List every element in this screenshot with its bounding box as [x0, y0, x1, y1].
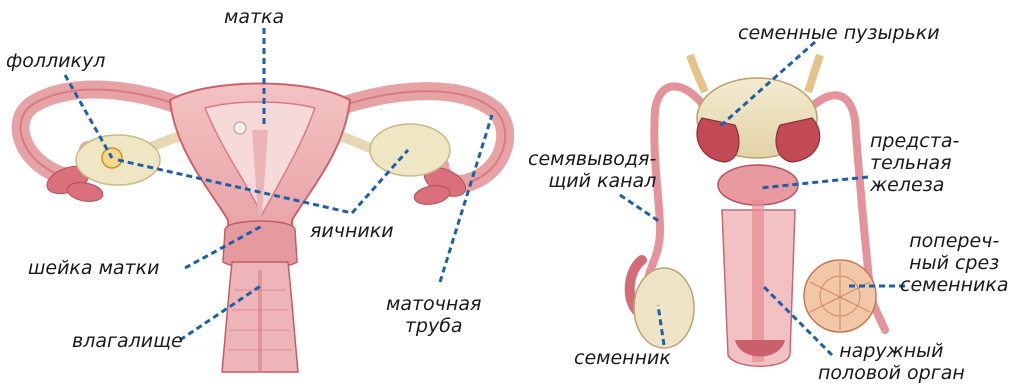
label-prostate: предста- тельная железа [870, 130, 959, 196]
leader-vas-deferens [620, 195, 660, 222]
male-reproductive-illustration [630, 55, 885, 366]
label-ovaries: яичники [310, 220, 394, 242]
label-follicle: фолликул [6, 50, 105, 72]
label-seminal-vesicles: семенные пузырьки [738, 22, 940, 44]
label-uterus: матка [224, 6, 284, 28]
label-external-organ: наружный половой орган [818, 340, 965, 384]
testis [634, 268, 694, 348]
label-cervix: шейка матки [28, 257, 159, 279]
label-fallopian-tube: маточная труба [386, 293, 481, 337]
right-ovary [370, 124, 450, 176]
label-testis-cross-section: попереч- ный срез семенника [900, 230, 1008, 296]
label-vas-deferens: семявыводя- щий канал [528, 148, 656, 192]
label-testis: семенник [574, 347, 671, 369]
label-vagina: влагалище [72, 330, 183, 352]
